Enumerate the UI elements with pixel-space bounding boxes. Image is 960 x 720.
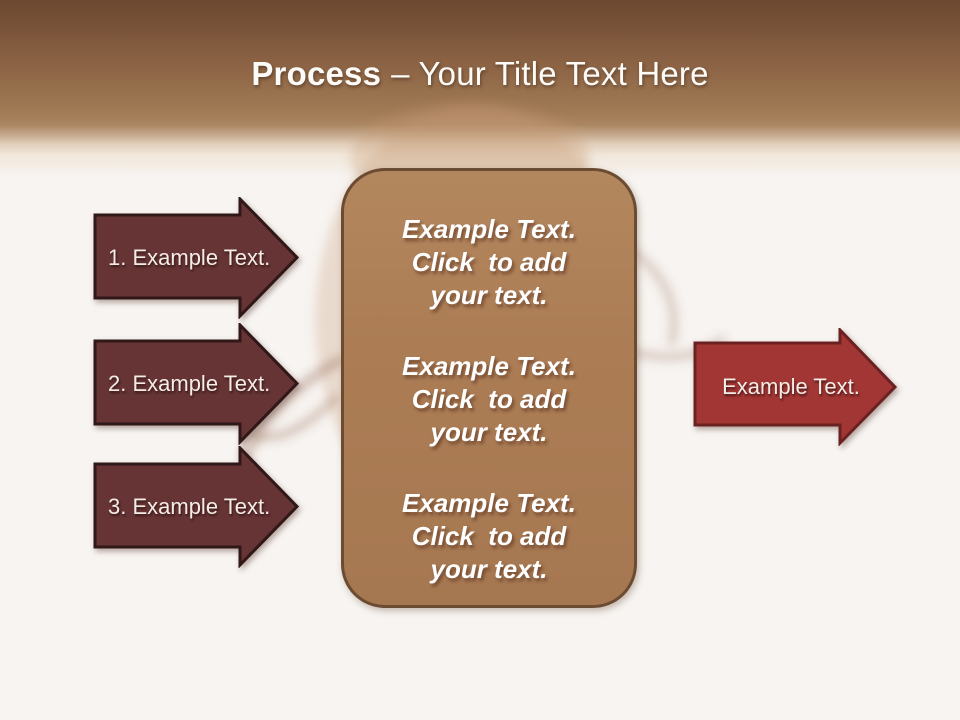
arrow-right-icon <box>93 197 300 319</box>
step-arrow-1-label: 1. Example Text. <box>108 245 271 270</box>
step-arrow-2[interactable]: 2. Example Text. <box>93 323 301 445</box>
step-arrow-2-label: 2. Example Text. <box>108 371 271 396</box>
text-line: Click to add <box>411 384 567 414</box>
arrow-right-icon <box>93 323 300 445</box>
title-subtitle: – Your Title Text Here <box>391 55 709 92</box>
text-line: Click to add <box>411 521 567 551</box>
text-line: Click to add <box>411 247 567 277</box>
title-keyword: Process <box>251 55 382 92</box>
arrow-right-icon <box>93 446 300 568</box>
text-line: Example Text. <box>402 351 576 381</box>
arrow-right-icon <box>693 328 898 446</box>
result-arrow[interactable]: Example Text. <box>693 328 899 446</box>
step-arrow-3[interactable]: 3. Example Text. <box>93 446 301 568</box>
text-line: your text. <box>430 554 548 584</box>
text-line: Example Text. <box>402 488 576 518</box>
result-arrow-label: Example Text. <box>722 374 860 399</box>
text-line: your text. <box>430 280 548 310</box>
text-line: your text. <box>430 417 548 447</box>
page-title: Process– Your Title Text Here <box>0 54 960 94</box>
step-arrow-1[interactable]: 1. Example Text. <box>93 197 301 319</box>
text-line: Example Text. <box>402 214 576 244</box>
step-arrow-3-label: 3. Example Text. <box>108 494 271 519</box>
